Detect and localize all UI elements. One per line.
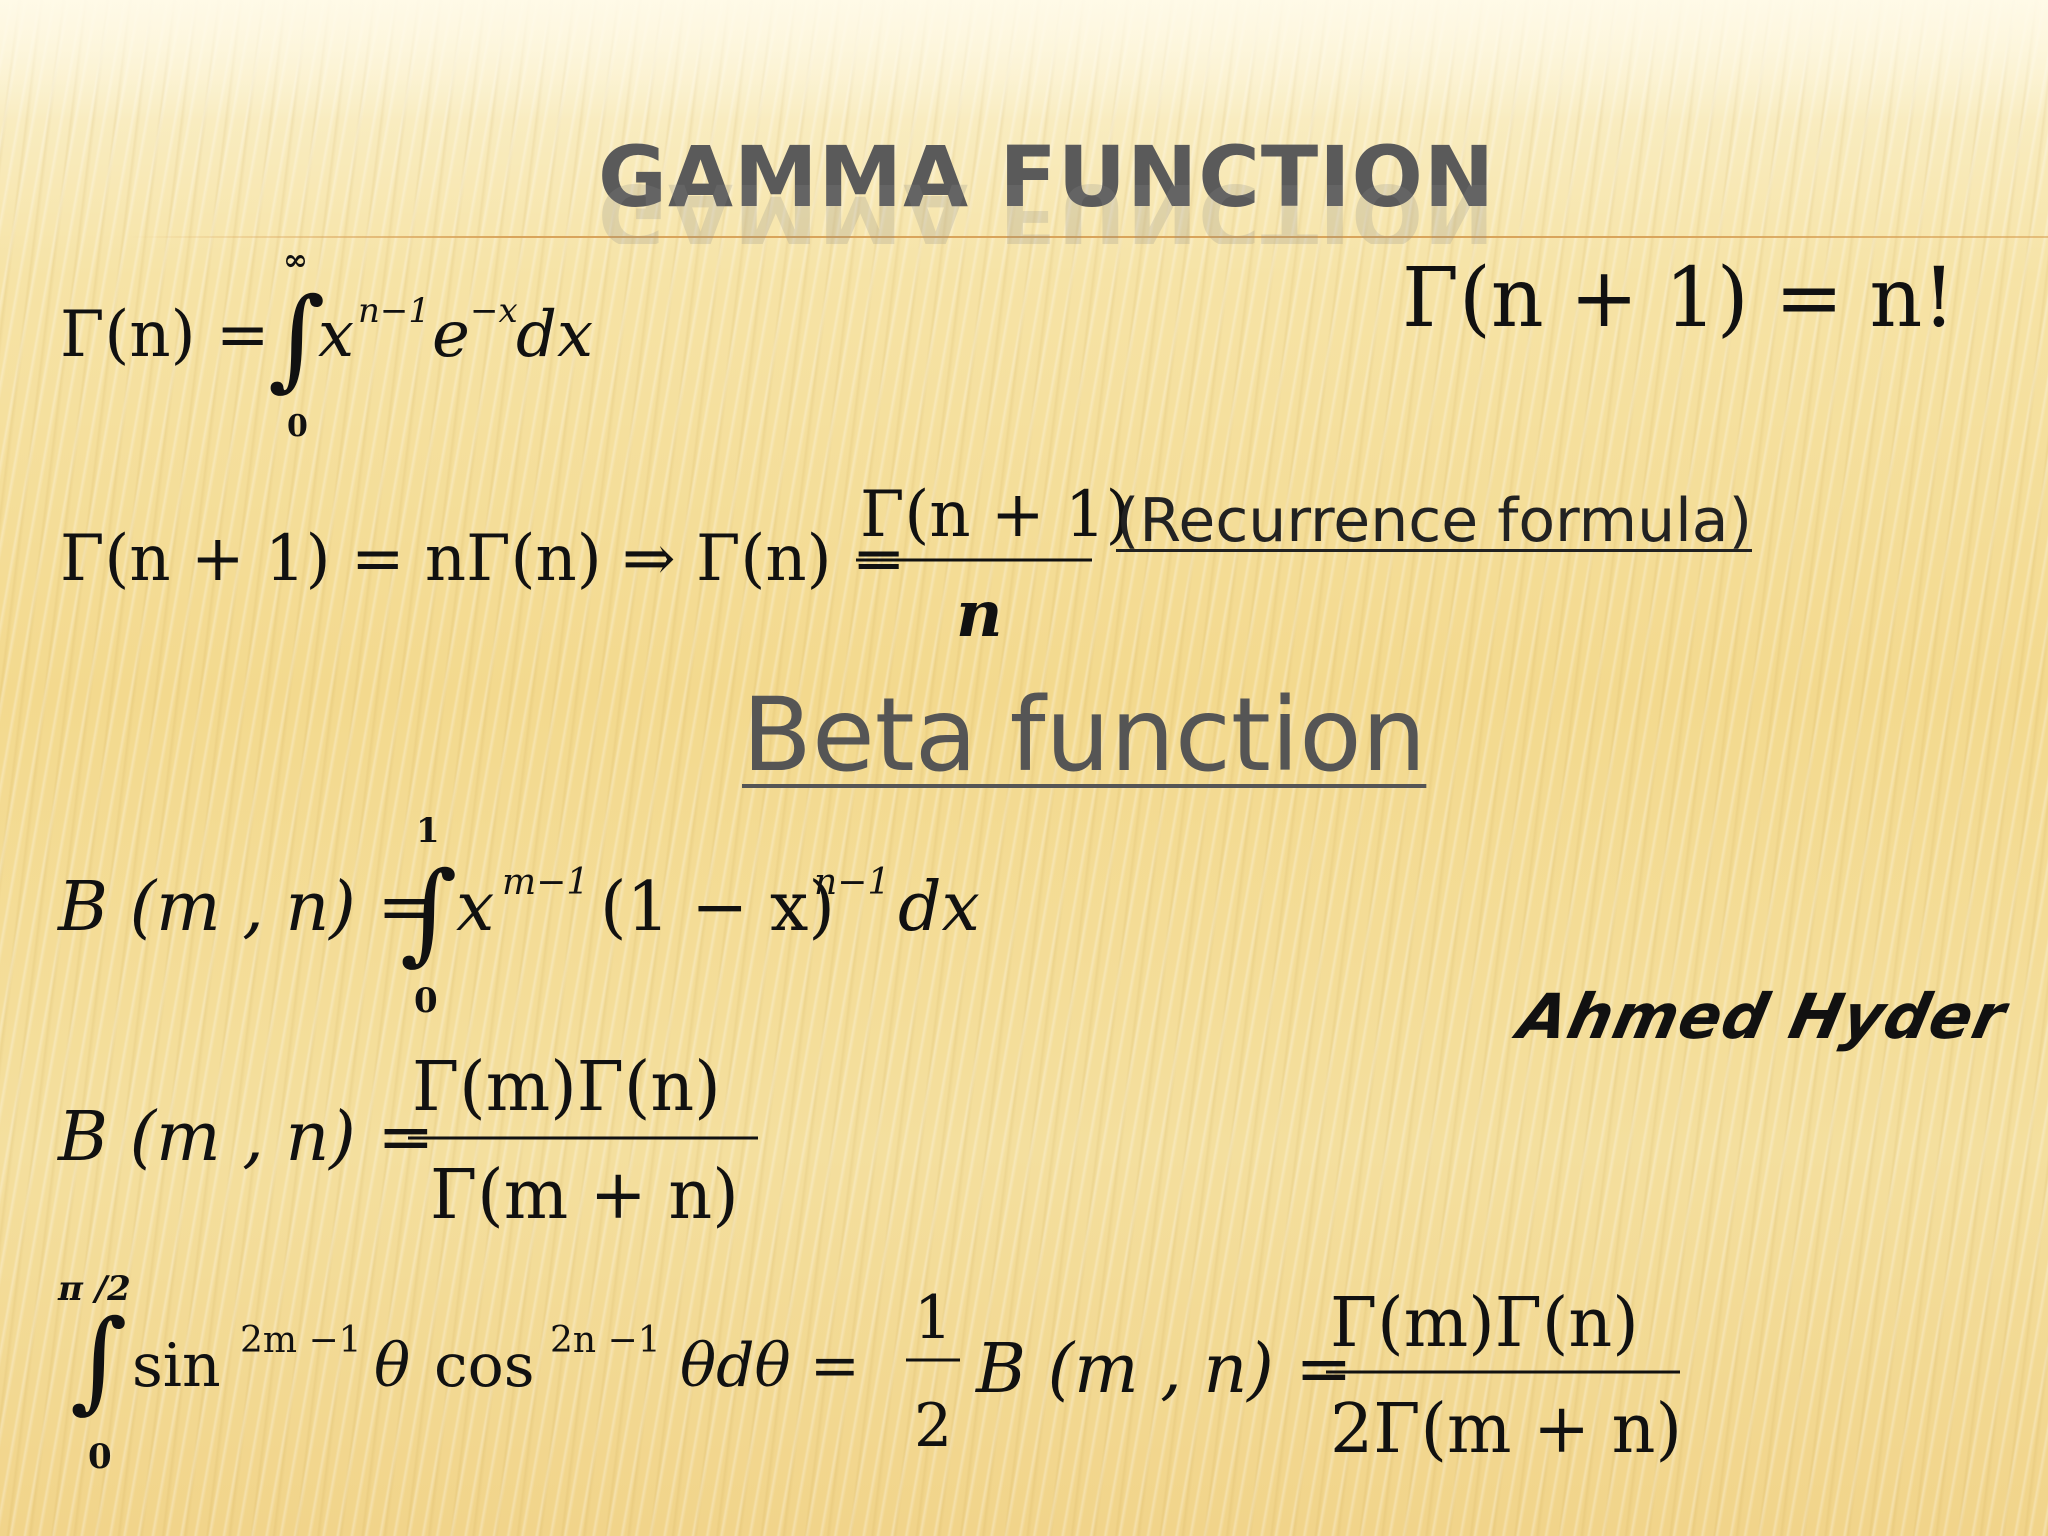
gamma-recurrence: Γ(n + 1) = nΓ(n) ⇒ Γ(n) = Γ(n + 1) n [60, 478, 1131, 652]
beta-gamma-denominator: Γ(m + n) [430, 1156, 739, 1235]
trig-cos: cos [434, 1331, 535, 1401]
trig-lower-limit: 0 [88, 1437, 112, 1477]
beta-def-integral-sign: ∫ [400, 848, 457, 976]
gamma-def-lhs: Γ(n) = [60, 298, 270, 372]
trig-sin-exponent: 2m −1 [240, 1320, 362, 1361]
recurrence-lhs: Γ(n + 1) = nΓ(n) ⇒ Γ(n) = [60, 522, 906, 596]
trig-theta-dtheta: θdθ = [680, 1331, 860, 1401]
beta-def-exponent-n: n−1 [814, 862, 890, 903]
recurrence-numerator: Γ(n + 1) [860, 478, 1131, 552]
recurrence-denominator: n [956, 577, 1003, 652]
beta-gamma-relation: B (m , n) = Γ(m)Γ(n) Γ(m + n) [56, 1048, 758, 1235]
beta-def-x: x [456, 868, 494, 947]
gamma-factorial-formula: Γ(n + 1) = n! [1402, 251, 1955, 346]
trig-cos-exponent: 2n −1 [550, 1320, 661, 1361]
slide-top-highlight [0, 0, 2048, 120]
recurrence-formula-note: (Recurrence formula) [1116, 486, 1752, 556]
beta-def-lhs: B (m , n) = [56, 868, 434, 947]
gamma-def-exponent-e: −x [470, 291, 518, 331]
trig-integral-relation: π /2 ∫ 0 sin 2m −1 θ cos 2n −1 θdθ = 1 2… [57, 1269, 1682, 1477]
beta-gamma-lhs: B (m , n) = [56, 1098, 434, 1177]
beta-def-lower-limit: 0 [414, 981, 438, 1021]
trig-half-denominator: 2 [914, 1391, 952, 1461]
trig-rhs-numerator: Γ(m)Γ(n) [1330, 1284, 1639, 1363]
title-divider [130, 236, 2048, 238]
trig-theta: θ [374, 1331, 410, 1401]
slide-title: Gamma function [598, 128, 1496, 226]
beta-gamma-numerator: Γ(m)Γ(n) [412, 1048, 721, 1127]
gamma-def-upper-limit: ∞ [283, 243, 308, 278]
trig-beta-mid: B (m , n) = [974, 1330, 1352, 1409]
trig-rhs-denominator: 2Γ(m + n) [1330, 1390, 1682, 1469]
gamma-def-dx: dx [516, 298, 593, 372]
gamma-def-integrand: x [318, 298, 354, 372]
gamma-definition: Γ(n) = ∞ ∫ 0 x n−1 e −x dx [60, 243, 593, 444]
gamma-def-integral-sign: ∫ [268, 274, 325, 402]
beta-def-factor: (1 − x) [600, 868, 835, 947]
trig-sin: sin [132, 1331, 221, 1401]
beta-def-upper-limit: 1 [416, 811, 440, 851]
beta-def-dx: dx [898, 868, 980, 947]
gamma-def-exponent-x: n−1 [358, 291, 430, 331]
trig-integral-sign: ∫ [70, 1296, 127, 1424]
trig-half-numerator: 1 [914, 1283, 952, 1353]
trig-upper-limit: π /2 [57, 1269, 131, 1309]
beta-definition: B (m , n) = 1 ∫ 0 x m−1 (1 − x) n−1 dx [56, 811, 980, 1021]
beta-function-heading: Beta function [742, 676, 1427, 795]
author-signature: Ahmed Hyder [1512, 980, 2013, 1053]
gamma-def-lower-limit: 0 [287, 409, 308, 444]
beta-def-exponent-m: m−1 [502, 862, 589, 903]
gamma-def-e: e [432, 298, 470, 372]
